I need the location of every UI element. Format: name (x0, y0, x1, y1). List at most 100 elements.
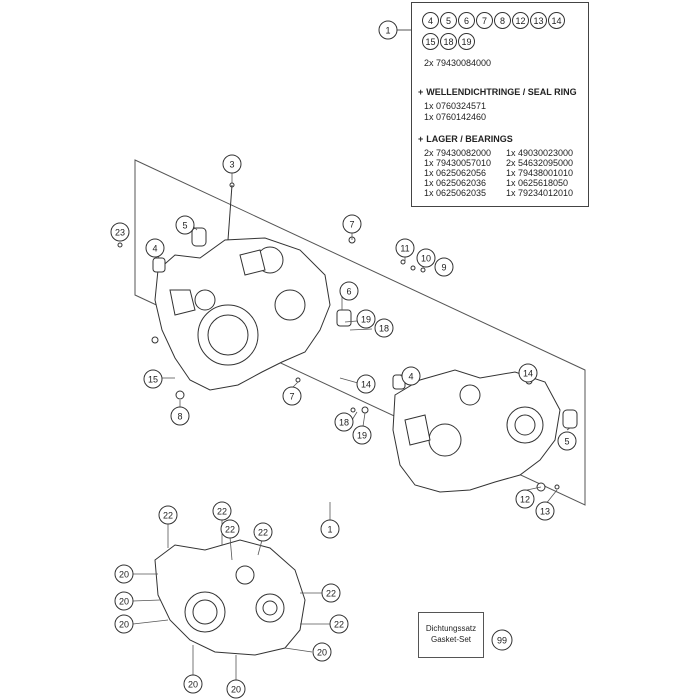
callout-7-top: 7 (342, 214, 362, 234)
part-ref-circle: 19 (458, 33, 475, 50)
svg-text:22: 22 (225, 525, 235, 535)
bearing-item: 1x 79430057010 (424, 158, 492, 168)
callout-5-right: 5 (557, 431, 577, 451)
seal-ring-heading: +WELLENDICHTRINGE / SEAL RING (418, 87, 577, 97)
callout-5-left: 5 (175, 215, 195, 235)
callout-20: 20 (114, 564, 134, 584)
svg-text:6: 6 (346, 287, 351, 297)
svg-text:12: 12 (520, 495, 530, 505)
svg-text:7: 7 (349, 220, 354, 230)
svg-text:22: 22 (217, 507, 227, 517)
bearing-item: 1x 0625618050 (506, 178, 569, 188)
seal-item: 1x 0760324571 (424, 101, 487, 111)
bearing-item: 1x 0625062035 (424, 188, 487, 198)
part-ref-circle: 14 (548, 12, 565, 29)
callout-19-top: 19 (356, 309, 376, 329)
callout-10: 10 (416, 248, 436, 268)
seal-ring-title: WELLENDICHTRINGE / SEAL RING (426, 87, 577, 97)
part-ref-circle: 12 (512, 12, 529, 29)
svg-text:20: 20 (231, 685, 241, 695)
callout-23: 23 (110, 222, 130, 242)
left-crankcase-half (154, 237, 331, 391)
bearing-item: 1x 49030023000 (506, 148, 574, 158)
svg-text:19: 19 (361, 315, 371, 325)
callout-22: 22 (329, 614, 349, 634)
svg-text:9: 9 (441, 263, 446, 273)
callout-19-bottom: 19 (352, 425, 372, 445)
callout-22: 22 (253, 522, 273, 542)
part-ref-circle: 13 (530, 12, 547, 29)
svg-text:14: 14 (361, 380, 371, 390)
svg-text:18: 18 (379, 324, 389, 334)
svg-text:1: 1 (385, 26, 390, 36)
bearing-item: 1x 0625062056 (424, 168, 487, 178)
callout-99: 99 (491, 629, 513, 651)
callout-1-top: 1 (378, 20, 398, 40)
callout-14-right: 14 (518, 363, 538, 383)
gasket-set-box: Dichtungssatz Gasket-Set (418, 612, 484, 658)
callout-7-bottom: 7 (282, 386, 302, 406)
callout-22: 22 (212, 501, 232, 521)
callout-6: 6 (339, 281, 359, 301)
svg-text:23: 23 (115, 228, 125, 238)
bearing-item: 2x 54632095000 (506, 158, 574, 168)
svg-text:20: 20 (119, 597, 129, 607)
svg-text:10: 10 (421, 254, 431, 264)
callout-1-bottom: 1 (320, 519, 340, 539)
svg-text:22: 22 (326, 589, 336, 599)
callout-8: 8 (170, 406, 190, 426)
bearings-heading: +LAGER / BEARINGS (418, 134, 513, 144)
part-ref-circle: 7 (476, 12, 493, 29)
bearing-item: 1x 79234012010 (506, 188, 574, 198)
callout-13: 13 (535, 501, 555, 521)
callout-20: 20 (312, 642, 332, 662)
svg-text:20: 20 (119, 620, 129, 630)
svg-text:20: 20 (317, 648, 327, 658)
callout-20: 20 (226, 679, 246, 699)
part-ref-circle: 5 (440, 12, 457, 29)
screw-kit-text: 2x 79430084000 (424, 58, 492, 68)
bearings-title: LAGER / BEARINGS (426, 134, 513, 144)
bearing-item: 1x 0625062036 (424, 178, 487, 188)
callout-22: 22 (321, 583, 341, 603)
callout-9: 9 (434, 257, 454, 277)
part-ref-circle: 8 (494, 12, 511, 29)
part-ref-circle: 4 (422, 12, 439, 29)
callout-4-right: 4 (401, 366, 421, 386)
callout-12: 12 (515, 489, 535, 509)
callout-3: 3 (222, 154, 242, 174)
part-ref-circle: 18 (440, 33, 457, 50)
gasket-set-label-en: Gasket-Set (430, 635, 471, 644)
svg-text:20: 20 (188, 680, 198, 690)
callout-14-mid: 14 (356, 374, 376, 394)
svg-text:4: 4 (152, 244, 157, 254)
callout-11: 11 (395, 238, 415, 258)
callout-4-left: 4 (145, 238, 165, 258)
svg-text:22: 22 (258, 528, 268, 538)
crankcase-detail-view (154, 539, 306, 656)
seal-item: 1x 0760142460 (424, 112, 487, 122)
svg-text:4: 4 (408, 372, 413, 382)
svg-text:13: 13 (540, 507, 550, 517)
svg-text:99: 99 (497, 636, 507, 646)
callout-22: 22 (158, 505, 178, 525)
callout-20: 20 (114, 614, 134, 634)
svg-text:19: 19 (357, 431, 367, 441)
callout-15: 15 (143, 369, 163, 389)
leader-lines (119, 173, 571, 683)
callout-20: 20 (114, 591, 134, 611)
svg-text:14: 14 (523, 369, 533, 379)
gasket-set-label-de: Dichtungssatz (425, 624, 477, 633)
svg-text:1: 1 (327, 525, 332, 535)
svg-text:18: 18 (339, 418, 349, 428)
callout-22: 22 (220, 519, 240, 539)
svg-text:7: 7 (289, 392, 294, 402)
callout-18-bottom: 18 (334, 412, 354, 432)
svg-text:8: 8 (177, 412, 182, 422)
svg-text:20: 20 (119, 570, 129, 580)
bearing-item: 2x 79430082000 (424, 148, 492, 158)
